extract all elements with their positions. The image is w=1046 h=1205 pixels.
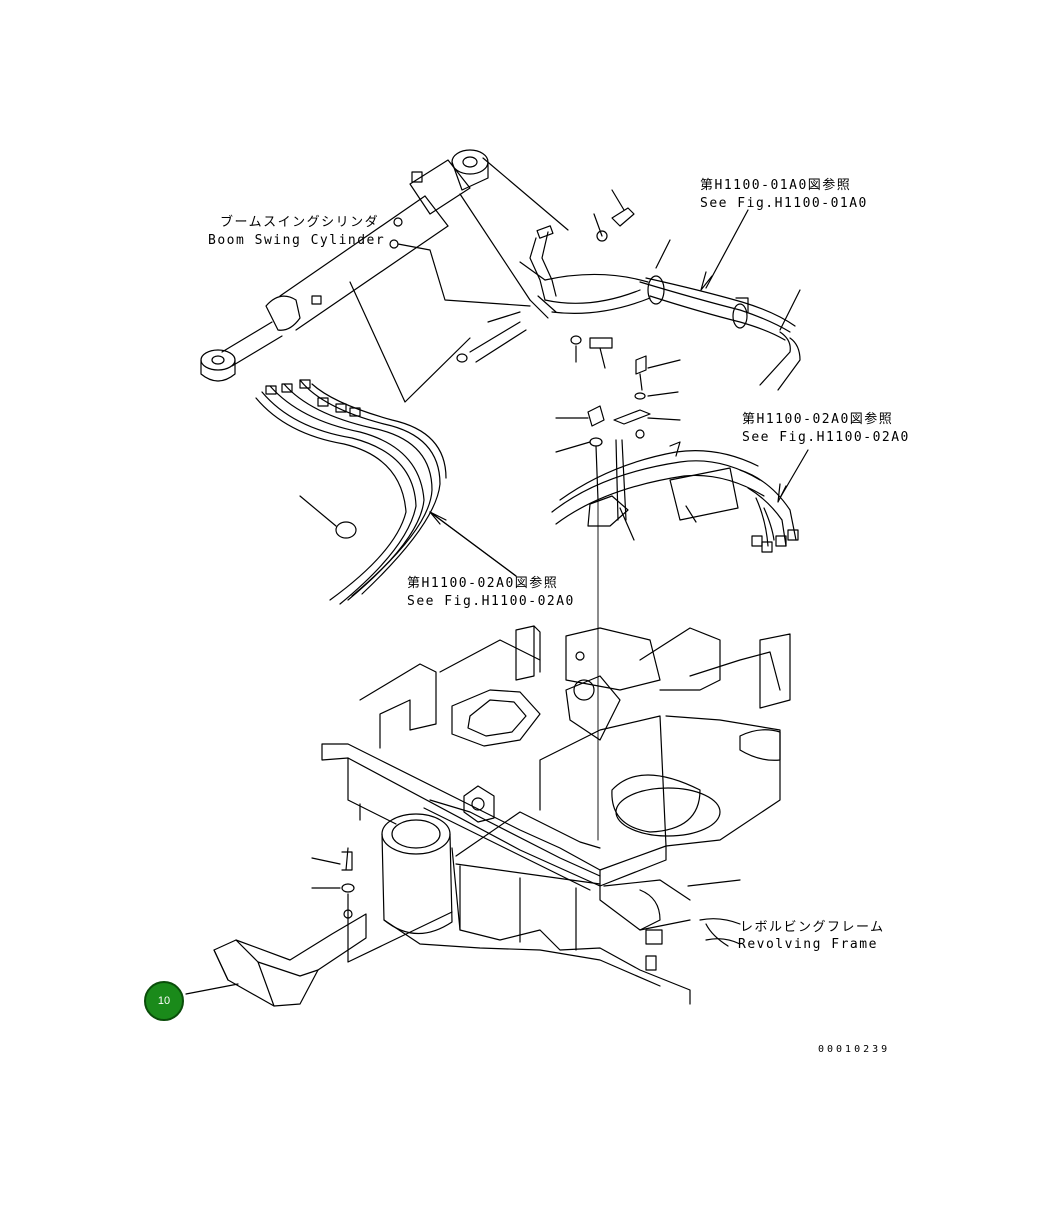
callout-item-10[interactable]: 10 [144, 981, 184, 1021]
boom-swing-cylinder-label-jp: ブームスイングシリンダ [220, 215, 380, 230]
ref-h1100-02a0-right-label-jp: 第H1100-02A0図参照 [742, 412, 894, 427]
hose-bundle-left [255, 379, 517, 605]
revolving-frame-label-jp: レボルビングフレーム [740, 920, 885, 935]
boom-swing-cylinder [200, 149, 489, 382]
ref-h1100-01a0-label-jp: 第H1100-01A0図参照 [700, 178, 852, 193]
ref-h1100-02a0-right-label-en: See Fig.H1100-02A0 [742, 430, 910, 445]
figure-number: 00010239 [818, 1044, 891, 1055]
ref-h1100-02a0-left-label-en: See Fig.H1100-02A0 [407, 594, 575, 609]
revolving-frame-label-en: Revolving Frame [738, 937, 878, 952]
boom-swing-cylinder-label-en: Boom Swing Cylinder [208, 233, 386, 248]
hose-bundle-upper [639, 239, 801, 391]
hose-bundle-right [551, 441, 799, 553]
bolts-upper [570, 189, 635, 369]
ref-h1100-01a0-label-en: See Fig.H1100-01A0 [700, 196, 868, 211]
clamp-bolts-middle [555, 355, 681, 521]
cover-plate [185, 847, 453, 1007]
cylinder-hoses [349, 157, 651, 403]
revolving-frame [321, 625, 791, 1005]
label-leaders [429, 209, 809, 947]
ref-h1100-02a0-left-label-jp: 第H1100-02A0図参照 [407, 576, 559, 591]
